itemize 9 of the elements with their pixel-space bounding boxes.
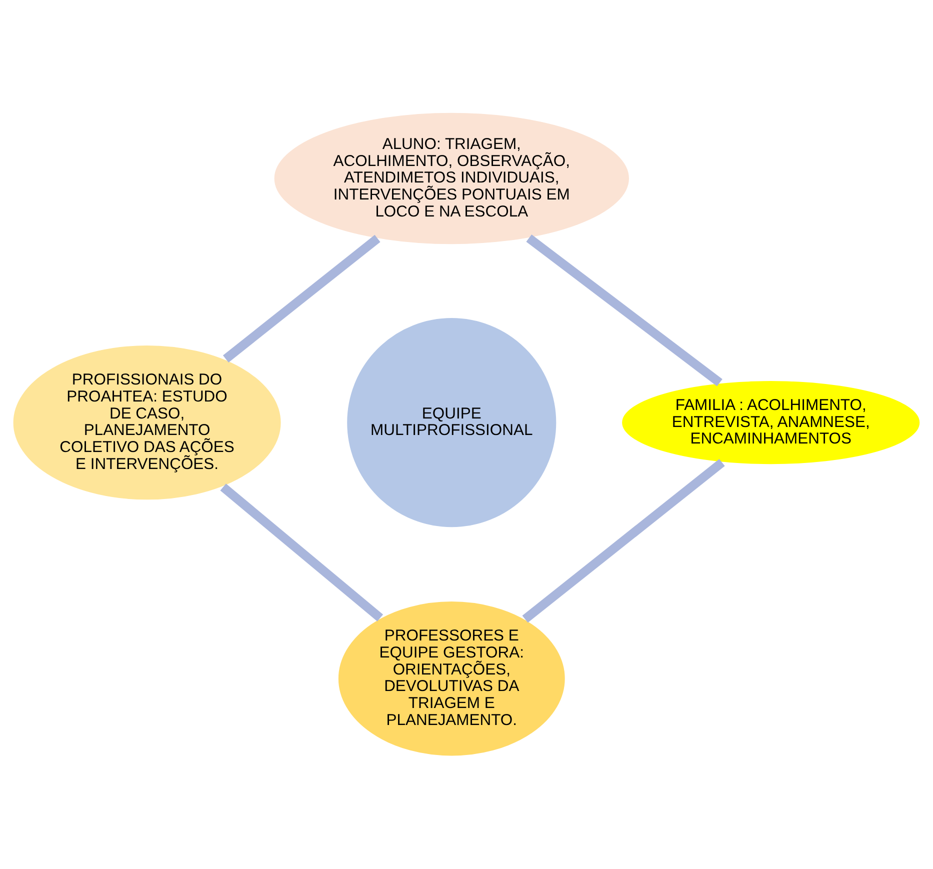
node-ellipse: PROFISSIONAIS DO PROAHTEA: ESTUDO DE CASO, PLANEJAMENTO COLETIVO DAS AÇÕES E INTERVENÇÕES. xyxy=(12,344,282,501)
node-ellipse: PROFESSORES E EQUIPE GESTORA: ORIENTAÇÕES, DEVOLUTIVAS DA TRIAGEM E PLANEJAMENTO. xyxy=(337,600,566,757)
connector xyxy=(220,484,384,622)
node-circle: EQUIPE MULTIPROFISSIONAL xyxy=(346,316,558,528)
connector xyxy=(526,234,722,386)
node-ellipse: FAMILIA : ACOLHIMENTO, ENTREVISTA, ANAMNESE, ENCAMINHAMENTOS xyxy=(620,380,921,466)
node-ellipse: ALUNO: TRIAGEM, ACOLHIMENTO, OBSERVAÇÃO, ATENDIMETOS INDIVIDUAIS, INTERVENÇÕES PONTUAIS EM LOCO E NA ESCOLA xyxy=(273,112,630,246)
connector xyxy=(222,234,380,362)
connector xyxy=(522,459,725,623)
